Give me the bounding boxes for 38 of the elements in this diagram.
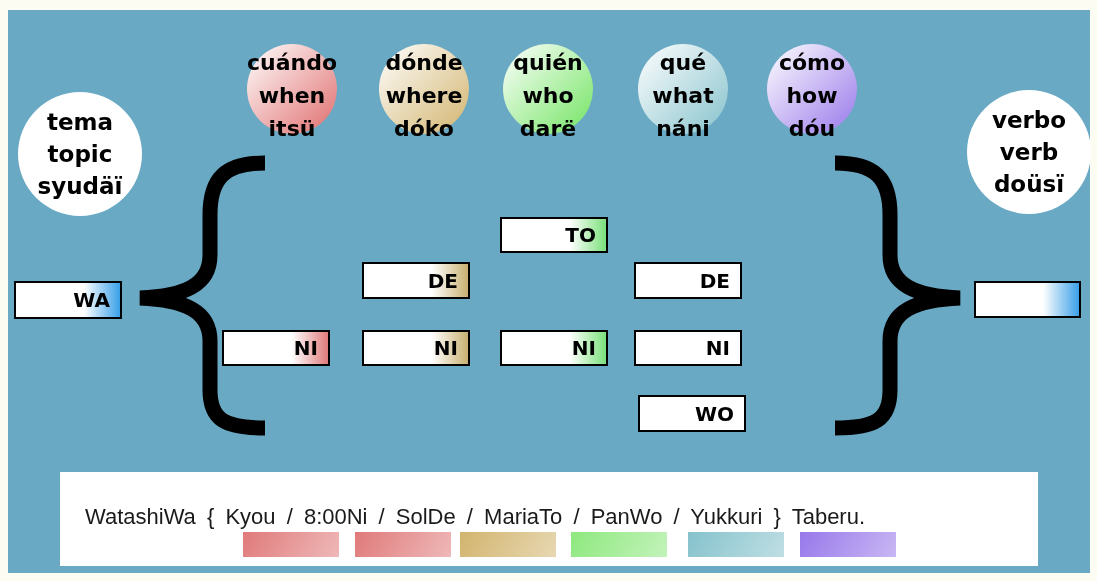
word: dóu (788, 115, 836, 143)
example-sentence: WatashiWa { Kyou / 8:00Ni / SolDe / MariaTo / PanWo / Yukkuri } Taberu. (85, 503, 866, 531)
word: darë (519, 115, 577, 143)
sentence-panel (60, 472, 1038, 566)
word: verb (999, 138, 1059, 167)
word: who (522, 82, 574, 110)
particle-box: NI (222, 330, 330, 366)
color-bar (688, 532, 784, 557)
word: tema (46, 108, 114, 137)
particle-box: WO (638, 395, 746, 432)
word: syudäï (37, 172, 123, 201)
color-bar (355, 532, 451, 557)
word: when (258, 82, 326, 110)
color-bar (800, 532, 896, 557)
particle-box: DE (634, 262, 742, 299)
word: dónde (385, 49, 463, 77)
particle-box: WA (14, 281, 122, 319)
word: náni (656, 115, 710, 143)
word: verbo (991, 106, 1067, 135)
word: cómo (778, 49, 846, 77)
particle-box: NI (500, 330, 608, 366)
color-bar (243, 532, 339, 557)
particle-box: NI (634, 330, 742, 366)
particle-box (974, 281, 1081, 318)
color-bar (571, 532, 667, 557)
word: quién (513, 49, 583, 77)
particle-box: DE (362, 262, 470, 299)
color-bar (460, 532, 556, 557)
word: dóko (393, 115, 454, 143)
word: where (385, 82, 463, 110)
word: qué (659, 49, 707, 77)
particle-box: TO (500, 217, 608, 253)
word: how (786, 82, 838, 110)
particle-box: NI (362, 330, 470, 366)
word: topic (47, 140, 113, 169)
word: itsü (268, 115, 316, 143)
word: what (652, 82, 714, 110)
word: doüsï (993, 170, 1065, 199)
